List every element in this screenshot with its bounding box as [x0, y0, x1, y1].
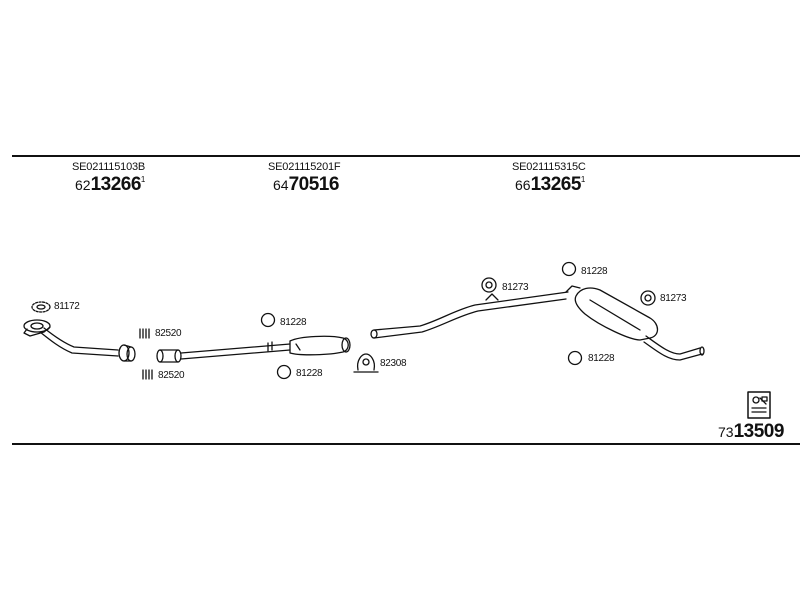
top-rule: [12, 155, 800, 157]
front-bracket-drawing: [353, 353, 379, 373]
middle-silencer-drawing: [156, 335, 351, 363]
rear-ring-lower-drawing: [567, 350, 583, 366]
label-flange-seal: 81172: [54, 301, 80, 312]
assembly-code-middle-silencer: SE021115201F: [268, 161, 341, 173]
assembly-number-rear-silencer: 66132651: [515, 174, 586, 195]
label-rear-ring-lower: 81228: [588, 353, 615, 364]
assembly-number-middle-silencer: 6470516: [273, 174, 339, 195]
mounting-kit-icon: [747, 391, 771, 419]
kit-number: 7313509: [718, 421, 784, 442]
clamp-lower-drawing: [142, 369, 153, 380]
label-front-bracket: 82308: [380, 358, 407, 369]
label-clamp-upper: 82520: [155, 328, 182, 339]
front-pipe-drawing: [23, 319, 136, 362]
label-clamp-lower: 82520: [158, 370, 185, 381]
label-rear-ring-upper: 81228: [581, 266, 608, 277]
rear-ring-upper-drawing: [561, 261, 577, 277]
label-mid-ring-lower: 81228: [296, 368, 323, 379]
mid-ring-lower-drawing: [276, 364, 292, 380]
assembly-number-front-pipe: 62132661: [75, 174, 146, 195]
assembly-code-rear-silencer: SE021115315C: [512, 161, 586, 173]
rear-pipe-drawing: [370, 285, 581, 339]
bottom-rule: [12, 443, 800, 445]
mounting-rubber-right-drawing: [640, 290, 656, 306]
label-mid-ring-upper: 81228: [280, 317, 307, 328]
mid-ring-upper-drawing: [260, 312, 276, 328]
label-mounting-rubber-right: 81273: [660, 293, 687, 304]
label-mounting-rubber-left: 81273: [502, 282, 529, 293]
mounting-rubber-left-drawing: [481, 277, 497, 293]
rear-silencer-drawing: [574, 287, 705, 361]
assembly-code-front-pipe: SE021115103B: [72, 161, 146, 173]
clamp-upper-drawing: [139, 328, 150, 339]
flange-seal-drawing: [31, 301, 51, 313]
